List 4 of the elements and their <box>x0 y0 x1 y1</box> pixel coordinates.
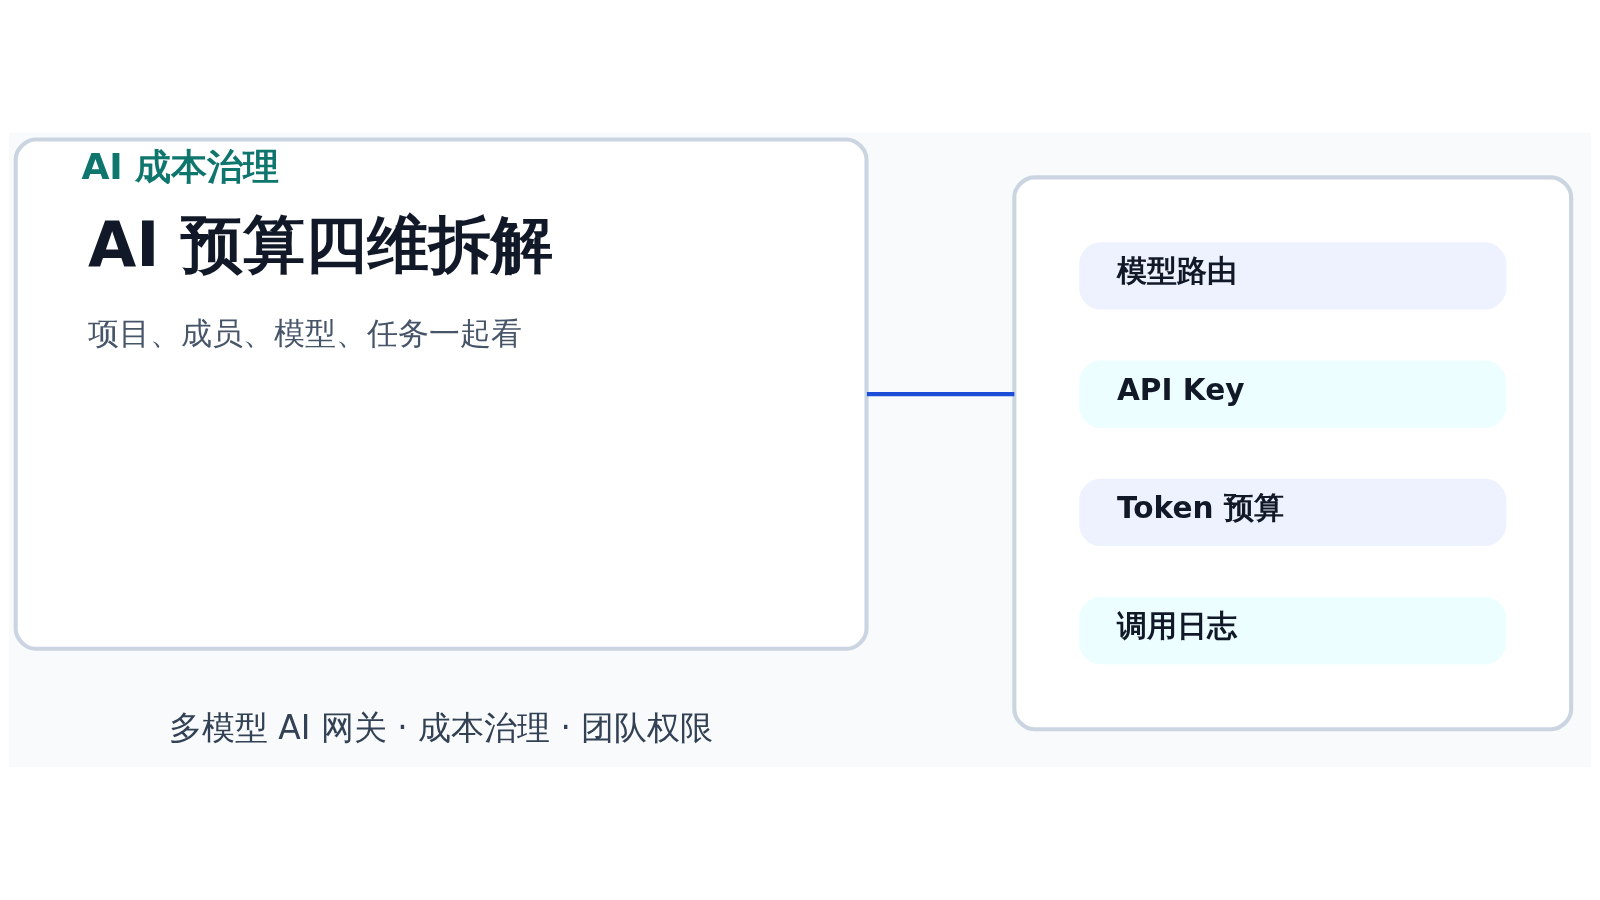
connector <box>866 392 1015 397</box>
label: 多模型 AI 网关 · 成本治理 · 团队权限 <box>168 709 714 748</box>
cluster <box>1012 175 1574 732</box>
node-box: AI 成本治理 AI 预算四维拆解 项目、成员、模型、任务一起看 <box>13 137 869 651</box>
